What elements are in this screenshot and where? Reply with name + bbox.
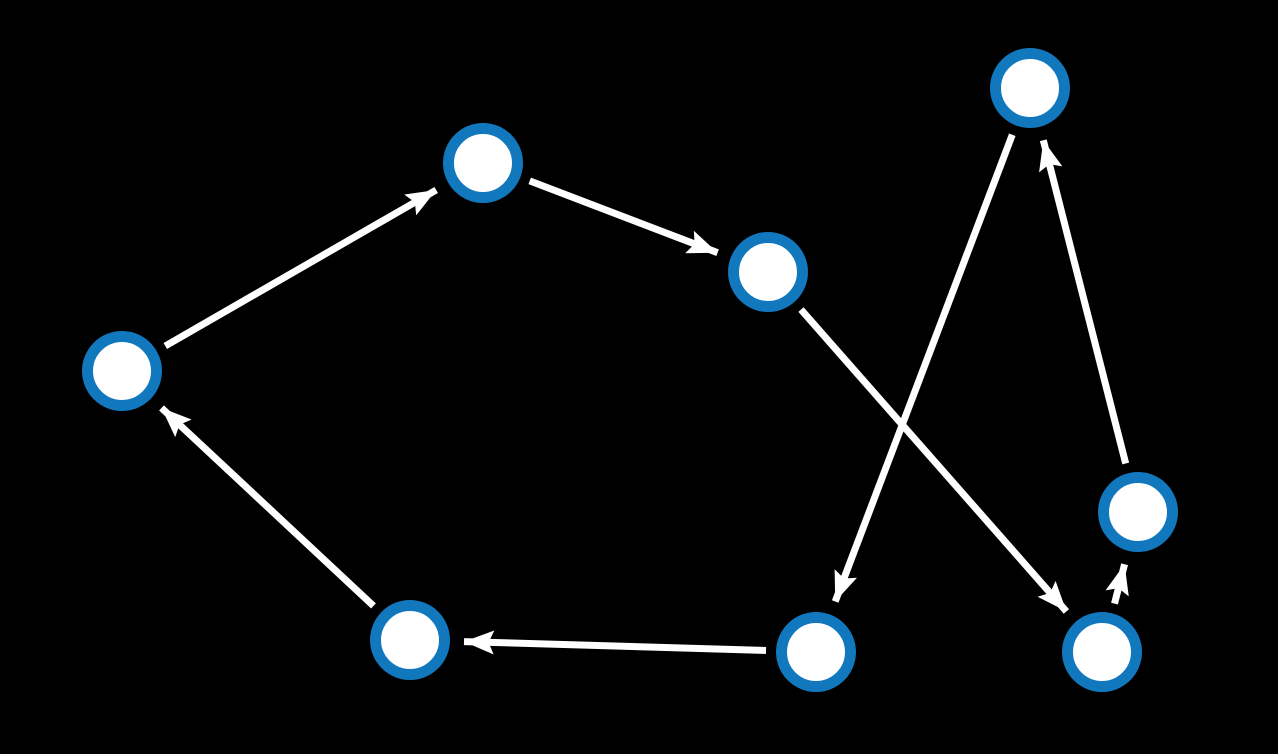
node-bottom-right[interactable]: [1062, 612, 1142, 692]
node-right[interactable]: [1098, 472, 1178, 552]
edge-middle-to-bottom-right: [798, 307, 1070, 614]
edge-bottom-left-to-left: [159, 405, 376, 609]
edge-bottom-middle-to-bottom-left: [463, 630, 767, 655]
edge-bottom-right-to-right: [1105, 563, 1129, 605]
node-top-right[interactable]: [990, 48, 1070, 128]
edge-top-right-to-bottom-middle: [831, 133, 1016, 603]
node-upper-middle[interactable]: [443, 123, 523, 203]
node-bottom-middle[interactable]: [776, 612, 856, 692]
node-left[interactable]: [82, 331, 162, 411]
node-middle[interactable]: [728, 232, 808, 312]
edge-upper-middle-to-middle: [528, 177, 719, 256]
edge-right-to-top-right: [1039, 139, 1130, 465]
node-bottom-left[interactable]: [370, 600, 450, 680]
edge-left-to-upper-middle: [163, 186, 438, 350]
